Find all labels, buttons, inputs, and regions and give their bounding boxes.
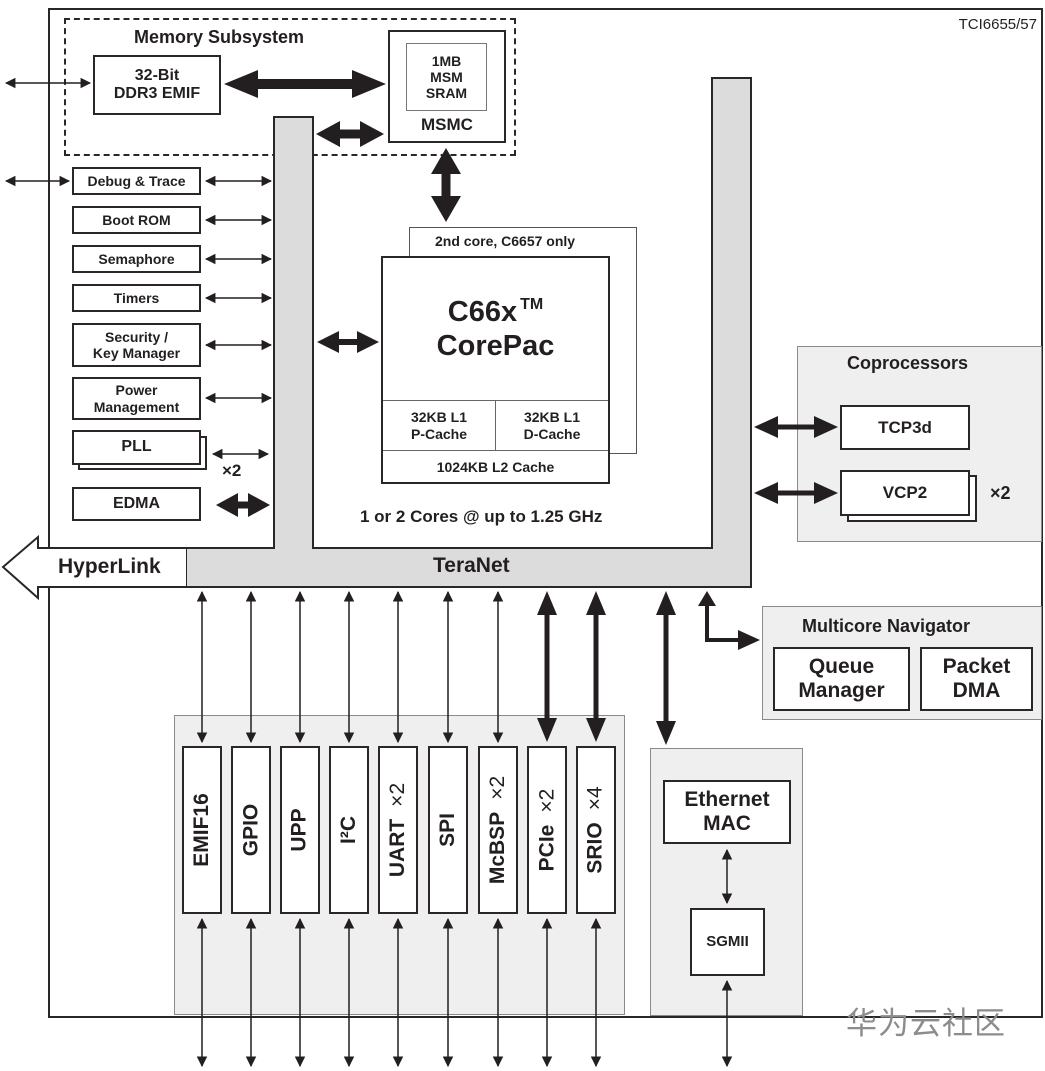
- vcp2-block: VCP2: [840, 470, 970, 516]
- packet-dma-block: Packet DMA: [920, 647, 1033, 711]
- teranet-bus: [185, 77, 752, 588]
- queue-manager-line1: Queue: [808, 654, 875, 678]
- l1d-cache: 32KB L1 D-Cache: [496, 400, 608, 450]
- thin-arrows: [4, 77, 273, 460]
- ddr3-emif-block: 32-Bit DDR3 EMIF: [93, 55, 221, 115]
- peripheral-uart: UART×2: [378, 746, 418, 914]
- bus-srio-arrow: [586, 591, 606, 742]
- ethernet-mac-line1: Ethernet: [684, 787, 770, 811]
- packet-dma-line2: DMA: [952, 679, 1001, 702]
- peripheral-spi: SPI: [428, 746, 468, 914]
- power-label-line2: Management: [93, 398, 180, 415]
- l2-label: 1024KB L2 Cache: [436, 458, 555, 475]
- semaphore-label: Semaphore: [98, 250, 175, 267]
- msm-sram-line3: SRAM: [425, 85, 468, 102]
- msmc-core-arrow: [431, 148, 461, 222]
- queue-manager-line2: Manager: [798, 679, 885, 702]
- security-label-line1: Security /: [104, 328, 169, 345]
- bus-msmc-arrow: [316, 121, 384, 147]
- packet-dma-line1: Packet: [942, 654, 1011, 678]
- pll-block: PLL: [72, 430, 201, 465]
- l1p-line1: 32KB L1: [410, 408, 468, 425]
- tcp3d-label: TCP3d: [878, 417, 932, 437]
- semaphore-block: Semaphore: [72, 245, 201, 273]
- second-core-note: 2nd core, C6657 only: [435, 233, 576, 249]
- timers-label: Timers: [113, 289, 160, 306]
- l1p-line2: P-Cache: [410, 425, 468, 442]
- teranet-label: TeraNet: [433, 554, 510, 577]
- bus-tcp3d-arrow: [754, 416, 838, 438]
- l1d-line2: D-Cache: [523, 425, 581, 442]
- bus-ethernet-arrow: [656, 591, 676, 745]
- msm-sram-block: 1MB MSM SRAM: [406, 43, 487, 111]
- debug-trace-label: Debug & Trace: [87, 172, 186, 189]
- peripheral-i2c: I²C: [329, 746, 369, 914]
- hyperlink-arrow: [1, 534, 186, 601]
- coprocessors-title: Coprocessors: [847, 353, 969, 373]
- ddr3-msmc-arrow: [224, 70, 386, 98]
- edma-bus-arrow: [216, 493, 270, 517]
- boot-rom-block: Boot ROM: [72, 206, 201, 234]
- core-caption: 1 or 2 Cores @ up to 1.25 GHz: [360, 507, 603, 526]
- ddr3-emif-line2: DDR3 EMIF: [113, 85, 201, 102]
- timers-block: Timers: [72, 284, 201, 312]
- msm-sram-line1: 1MB: [431, 52, 462, 69]
- watermark: 华为云社区: [846, 1006, 1006, 1041]
- peripheral-srio: SRIO×4: [576, 746, 616, 914]
- hyperlink-label: HyperLink: [58, 555, 161, 578]
- tcp3d-block: TCP3d: [840, 405, 970, 450]
- ddr3-emif-line1: 32-Bit: [134, 66, 180, 84]
- power-label-line1: Power: [115, 382, 158, 399]
- bus-vcp2-arrow: [754, 482, 838, 504]
- multicore-navigator-title: Multicore Navigator: [802, 616, 971, 636]
- edma-label: EDMA: [112, 494, 161, 512]
- corepac-name-line2: CorePac: [436, 330, 555, 362]
- msmc-label: MSMC: [421, 115, 473, 135]
- queue-manager-block: Queue Manager: [773, 647, 910, 711]
- ethernet-mac-line2: MAC: [703, 812, 751, 835]
- part-number: TCI6655/57: [958, 16, 1037, 33]
- l2-cache: 1024KB L2 Cache: [383, 450, 608, 482]
- l1d-line1: 32KB L1: [523, 408, 581, 425]
- sgmii-block: SGMII: [690, 908, 765, 976]
- navigator-elbow-head-up: [698, 591, 716, 606]
- memory-subsystem-title: Memory Subsystem: [134, 27, 305, 47]
- boot-rom-label: Boot ROM: [102, 211, 171, 228]
- bus-core-arrow: [317, 331, 379, 353]
- msm-sram-line2: MSM: [430, 68, 463, 85]
- navigator-elbow-arrow: [705, 605, 740, 642]
- security-label-line2: Key Manager: [92, 345, 181, 361]
- security-key-manager-block: Security / Key Manager: [72, 323, 201, 367]
- vcp2-multiplier: ×2: [990, 483, 1011, 503]
- pll-label: PLL: [121, 438, 152, 456]
- corepac-name-line1: C66x: [447, 296, 518, 328]
- peripheral-pcie: PCIe×2: [527, 746, 567, 914]
- bus-pcie-arrow: [537, 591, 557, 742]
- debug-trace-block: Debug & Trace: [72, 167, 201, 195]
- peripheral-upp: UPP: [280, 746, 320, 914]
- peripheral-gpio: GPIO: [231, 746, 271, 914]
- trademark-mark: TM: [520, 296, 544, 313]
- ethernet-mac-block: Ethernet MAC: [663, 780, 791, 844]
- edma-block: EDMA: [72, 487, 201, 521]
- vcp2-label: VCP2: [882, 483, 928, 503]
- peripheral-mcbsp: McBSP×2: [478, 746, 518, 914]
- l1p-cache: 32KB L1 P-Cache: [383, 400, 496, 450]
- thick-arrows: [216, 70, 838, 745]
- navigator-elbow-head-right: [738, 630, 760, 650]
- power-management-block: Power Management: [72, 377, 201, 420]
- peripheral-emif16: EMIF16: [182, 746, 222, 914]
- pll-multiplier: ×2: [222, 461, 242, 480]
- peripheral-arrows: [196, 590, 602, 1068]
- sgmii-label: SGMII: [706, 933, 749, 951]
